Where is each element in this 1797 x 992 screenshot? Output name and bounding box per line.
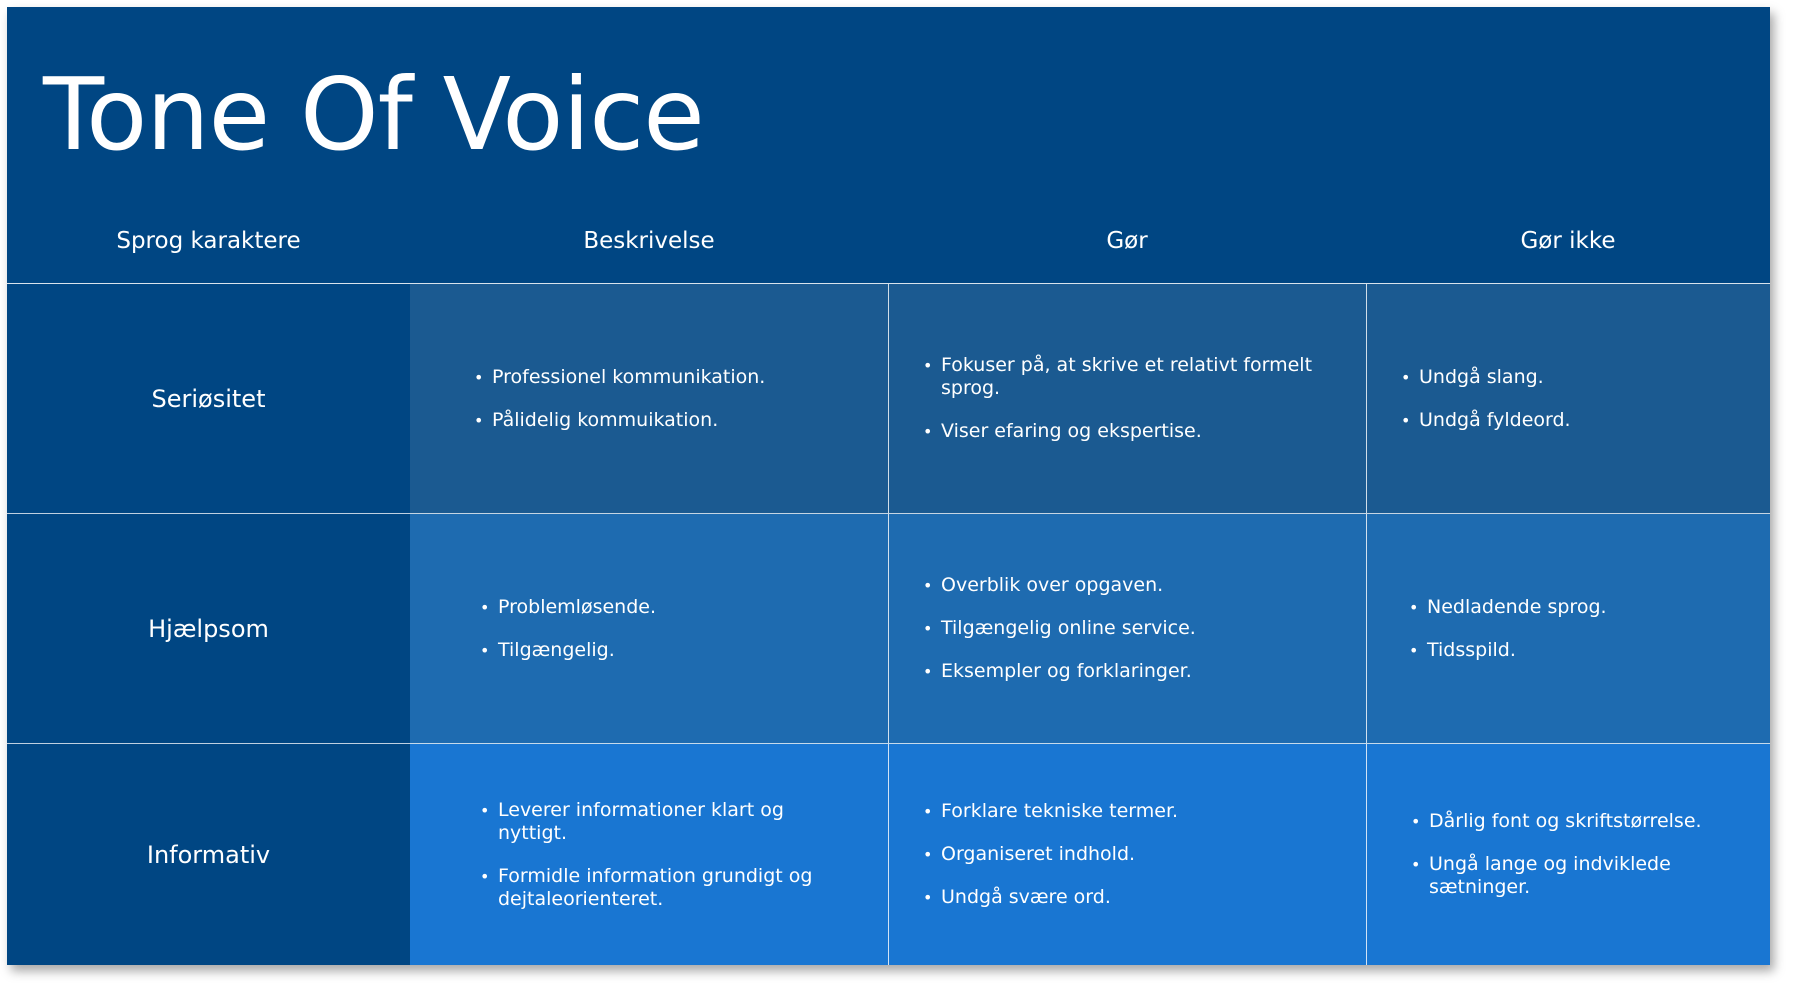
list-item: Tilgængelig online service. <box>923 617 1196 640</box>
list-item: Tidsspild. <box>1409 639 1607 662</box>
list-item: Leverer informationer klart og nyttigt. <box>480 799 848 845</box>
row-label-hjaelpsom: Hjælpsom <box>7 514 410 744</box>
cell-beskrivelse: Problemløsende. Tilgængelig. <box>410 514 888 744</box>
list-item: Pålidelig kommuikation. <box>474 409 765 432</box>
list-item: Formidle information grundigt og dejtale… <box>480 865 848 911</box>
cell-gor-ikke: Nedladende sprog. Tidsspild. <box>1366 514 1770 744</box>
list-item: Viser efaring og ekspertise. <box>923 420 1336 443</box>
cell-beskrivelse: Professionel kommunikation. Pålidelig ko… <box>410 284 888 514</box>
list-item: Tilgængelig. <box>480 639 656 662</box>
bullet-list: Fokuser på, at skrive et relativt formel… <box>889 354 1366 443</box>
bullet-list: Overblik over opgaven. Tilgængelig onlin… <box>889 574 1226 683</box>
bullet-list: Dårlig font og skriftstørrelse. Ungå lan… <box>1367 810 1770 899</box>
list-item: Organiseret indhold. <box>923 843 1178 866</box>
list-item: Dårlig font og skriftstørrelse. <box>1411 810 1740 833</box>
tone-table: Sprog karaktere Beskrivelse Gør Gør ikke… <box>7 207 1770 965</box>
row-label-seriositet: Seriøsitet <box>7 284 410 514</box>
cell-gor-ikke: Undgå slang. Undgå fyldeord. <box>1366 284 1770 514</box>
slide: Tone Of Voice Sprog karaktere Beskrivels… <box>7 7 1770 965</box>
bullet-list: Undgå slang. Undgå fyldeord. <box>1367 366 1601 432</box>
bullet-list: Professionel kommunikation. Pålidelig ko… <box>410 366 795 432</box>
cell-gor-ikke: Dårlig font og skriftstørrelse. Ungå lan… <box>1366 744 1770 965</box>
bullet-list: Nedladende sprog. Tidsspild. <box>1367 596 1637 662</box>
list-item: Eksempler og forklaringer. <box>923 660 1196 683</box>
row-label-informativ: Informativ <box>7 744 410 965</box>
list-item: Problemløsende. <box>480 596 656 619</box>
list-item: Undgå slang. <box>1401 366 1571 389</box>
cell-gor: Forklare tekniske termer. Organiseret in… <box>888 744 1366 965</box>
list-item: Ungå lange og indviklede sætninger. <box>1411 853 1740 899</box>
list-item: Undgå svære ord. <box>923 886 1178 909</box>
list-item: Overblik over opgaven. <box>923 574 1196 597</box>
list-item: Nedladende sprog. <box>1409 596 1607 619</box>
page-title: Tone Of Voice <box>43 56 705 173</box>
cell-beskrivelse: Leverer informationer klart og nyttigt. … <box>410 744 888 965</box>
list-item: Fokuser på, at skrive et relativt formel… <box>923 354 1336 400</box>
header-beskrivelse: Beskrivelse <box>410 207 888 284</box>
list-item: Professionel kommunikation. <box>474 366 765 389</box>
list-item: Forklare tekniske termer. <box>923 800 1178 823</box>
bullet-list: Forklare tekniske termer. Organiseret in… <box>889 800 1208 909</box>
bullet-list: Problemløsende. Tilgængelig. <box>410 596 686 662</box>
list-item: Undgå fyldeord. <box>1401 409 1571 432</box>
bullet-list: Leverer informationer klart og nyttigt. … <box>410 799 888 911</box>
header-gor: Gør <box>888 207 1366 284</box>
header-gor-ikke: Gør ikke <box>1366 207 1770 284</box>
cell-gor: Fokuser på, at skrive et relativt formel… <box>888 284 1366 514</box>
cell-gor: Overblik over opgaven. Tilgængelig onlin… <box>888 514 1366 744</box>
header-sprog-karaktere: Sprog karaktere <box>7 207 410 284</box>
